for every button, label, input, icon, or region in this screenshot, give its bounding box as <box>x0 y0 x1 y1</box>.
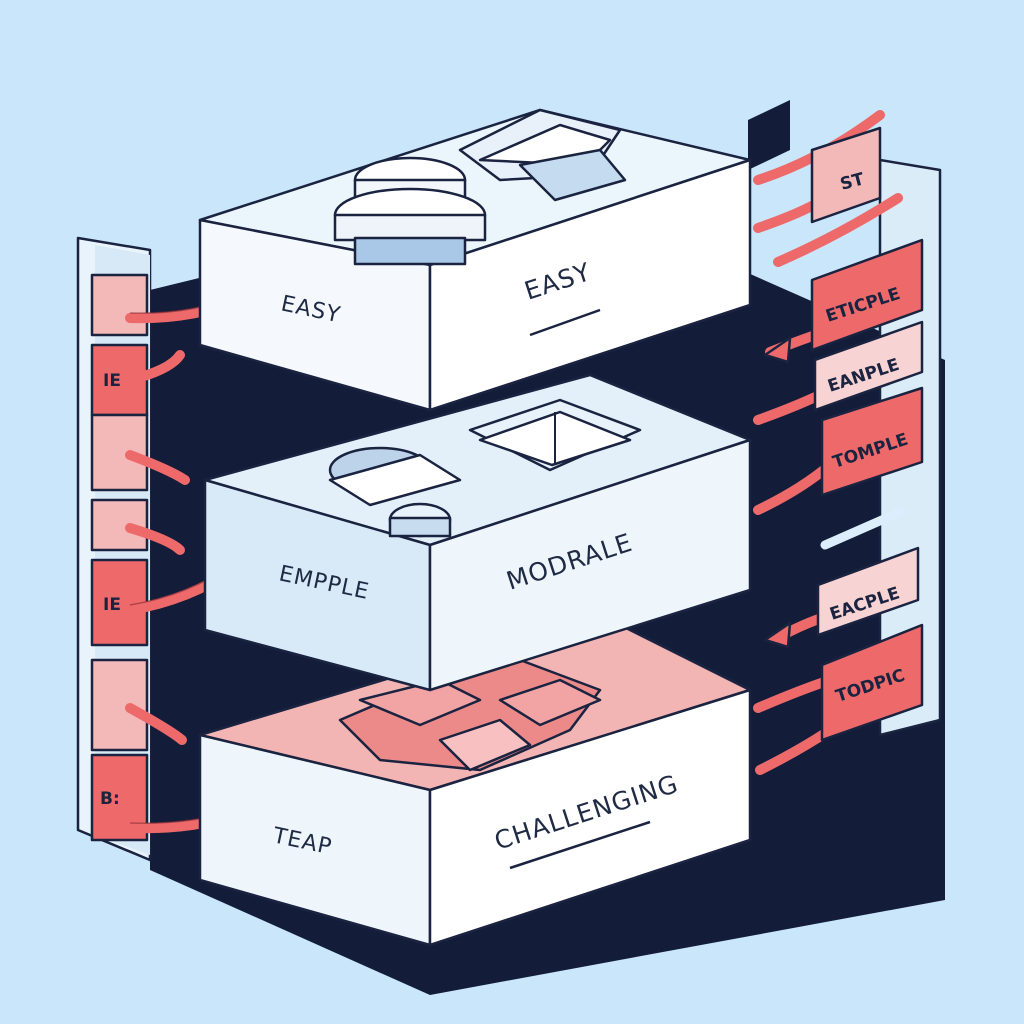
right-tab-group: ST ETICPLE EANPLE TOMPLE EACPLE TODPIC <box>810 126 924 742</box>
right-arrowheads <box>763 336 792 649</box>
red-books-pile <box>338 658 602 772</box>
left-tab-6 <box>90 658 149 752</box>
right-tab-todpic: TODPIC <box>820 623 924 742</box>
left-tab-1 <box>90 273 149 337</box>
left-tab-5: IE <box>90 558 149 647</box>
light-connector <box>820 507 905 550</box>
left-tab-7-text: B: <box>100 789 120 809</box>
right-tab-st: ST <box>810 126 882 224</box>
easy-books-pile <box>333 108 627 266</box>
tier-moderate: EMPPLE MODRALE <box>203 373 752 692</box>
right-tab-eacple: EACPLE <box>816 546 920 637</box>
tier-easy-underline <box>529 308 601 337</box>
left-tab-4 <box>90 498 149 552</box>
left-tab-2-text: IE <box>103 371 121 391</box>
left-tab-7: B: <box>90 753 149 842</box>
moderate-books-pile <box>328 398 642 538</box>
tier-easy: EASY EASY <box>198 108 752 412</box>
tier-challenging-underline <box>509 820 651 870</box>
tier-challenging: TEAP CHALLENGING <box>198 613 752 947</box>
right-tab-eticple: ETICPLE <box>810 238 924 352</box>
left-tab-5-text: IE <box>103 595 121 615</box>
right-tab-tomple: TOMPLE <box>820 386 924 497</box>
left-tab-3 <box>90 413 149 492</box>
left-tab-group: IE IE B: <box>90 273 149 842</box>
